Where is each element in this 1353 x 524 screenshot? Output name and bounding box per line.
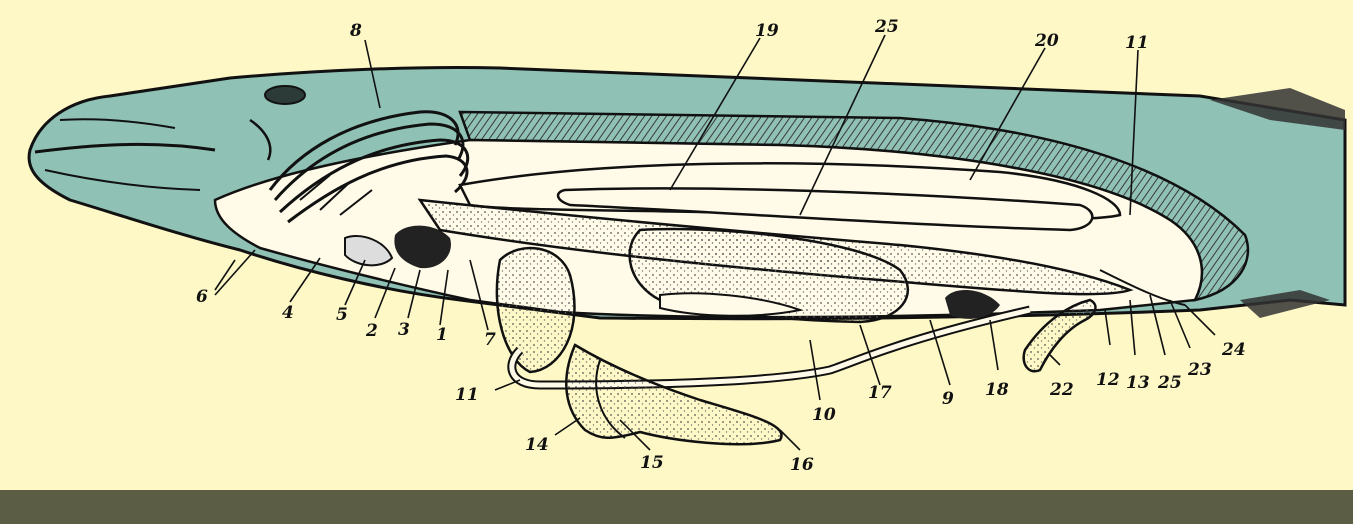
label-8: 8	[349, 21, 362, 41]
label-25-top: 25	[874, 17, 899, 37]
label-9: 9	[942, 389, 954, 409]
label-3: 3	[398, 320, 410, 340]
label-10: 10	[812, 405, 836, 425]
label-5: 5	[336, 305, 348, 325]
label-19: 19	[755, 21, 779, 41]
label-25-bottom: 25	[1157, 373, 1182, 393]
label-18: 18	[985, 380, 1009, 400]
label-24: 24	[1221, 340, 1246, 360]
bottom-bar	[0, 490, 1353, 524]
label-2: 2	[365, 321, 378, 341]
label-13: 13	[1126, 373, 1150, 393]
label-11-top: 11	[1125, 33, 1149, 53]
label-23: 23	[1187, 360, 1212, 380]
label-7: 7	[484, 330, 496, 350]
label-6: 6	[196, 287, 208, 307]
label-1: 1	[436, 325, 448, 345]
label-17: 17	[868, 383, 892, 403]
label-22: 22	[1049, 380, 1074, 400]
label-14: 14	[525, 435, 549, 455]
label-15: 15	[640, 453, 664, 473]
label-20: 20	[1034, 31, 1059, 51]
label-4: 4	[282, 303, 294, 323]
eye	[265, 86, 305, 104]
label-16: 16	[790, 455, 814, 475]
label-12: 12	[1096, 370, 1120, 390]
label-11-bottom: 11	[455, 385, 479, 405]
